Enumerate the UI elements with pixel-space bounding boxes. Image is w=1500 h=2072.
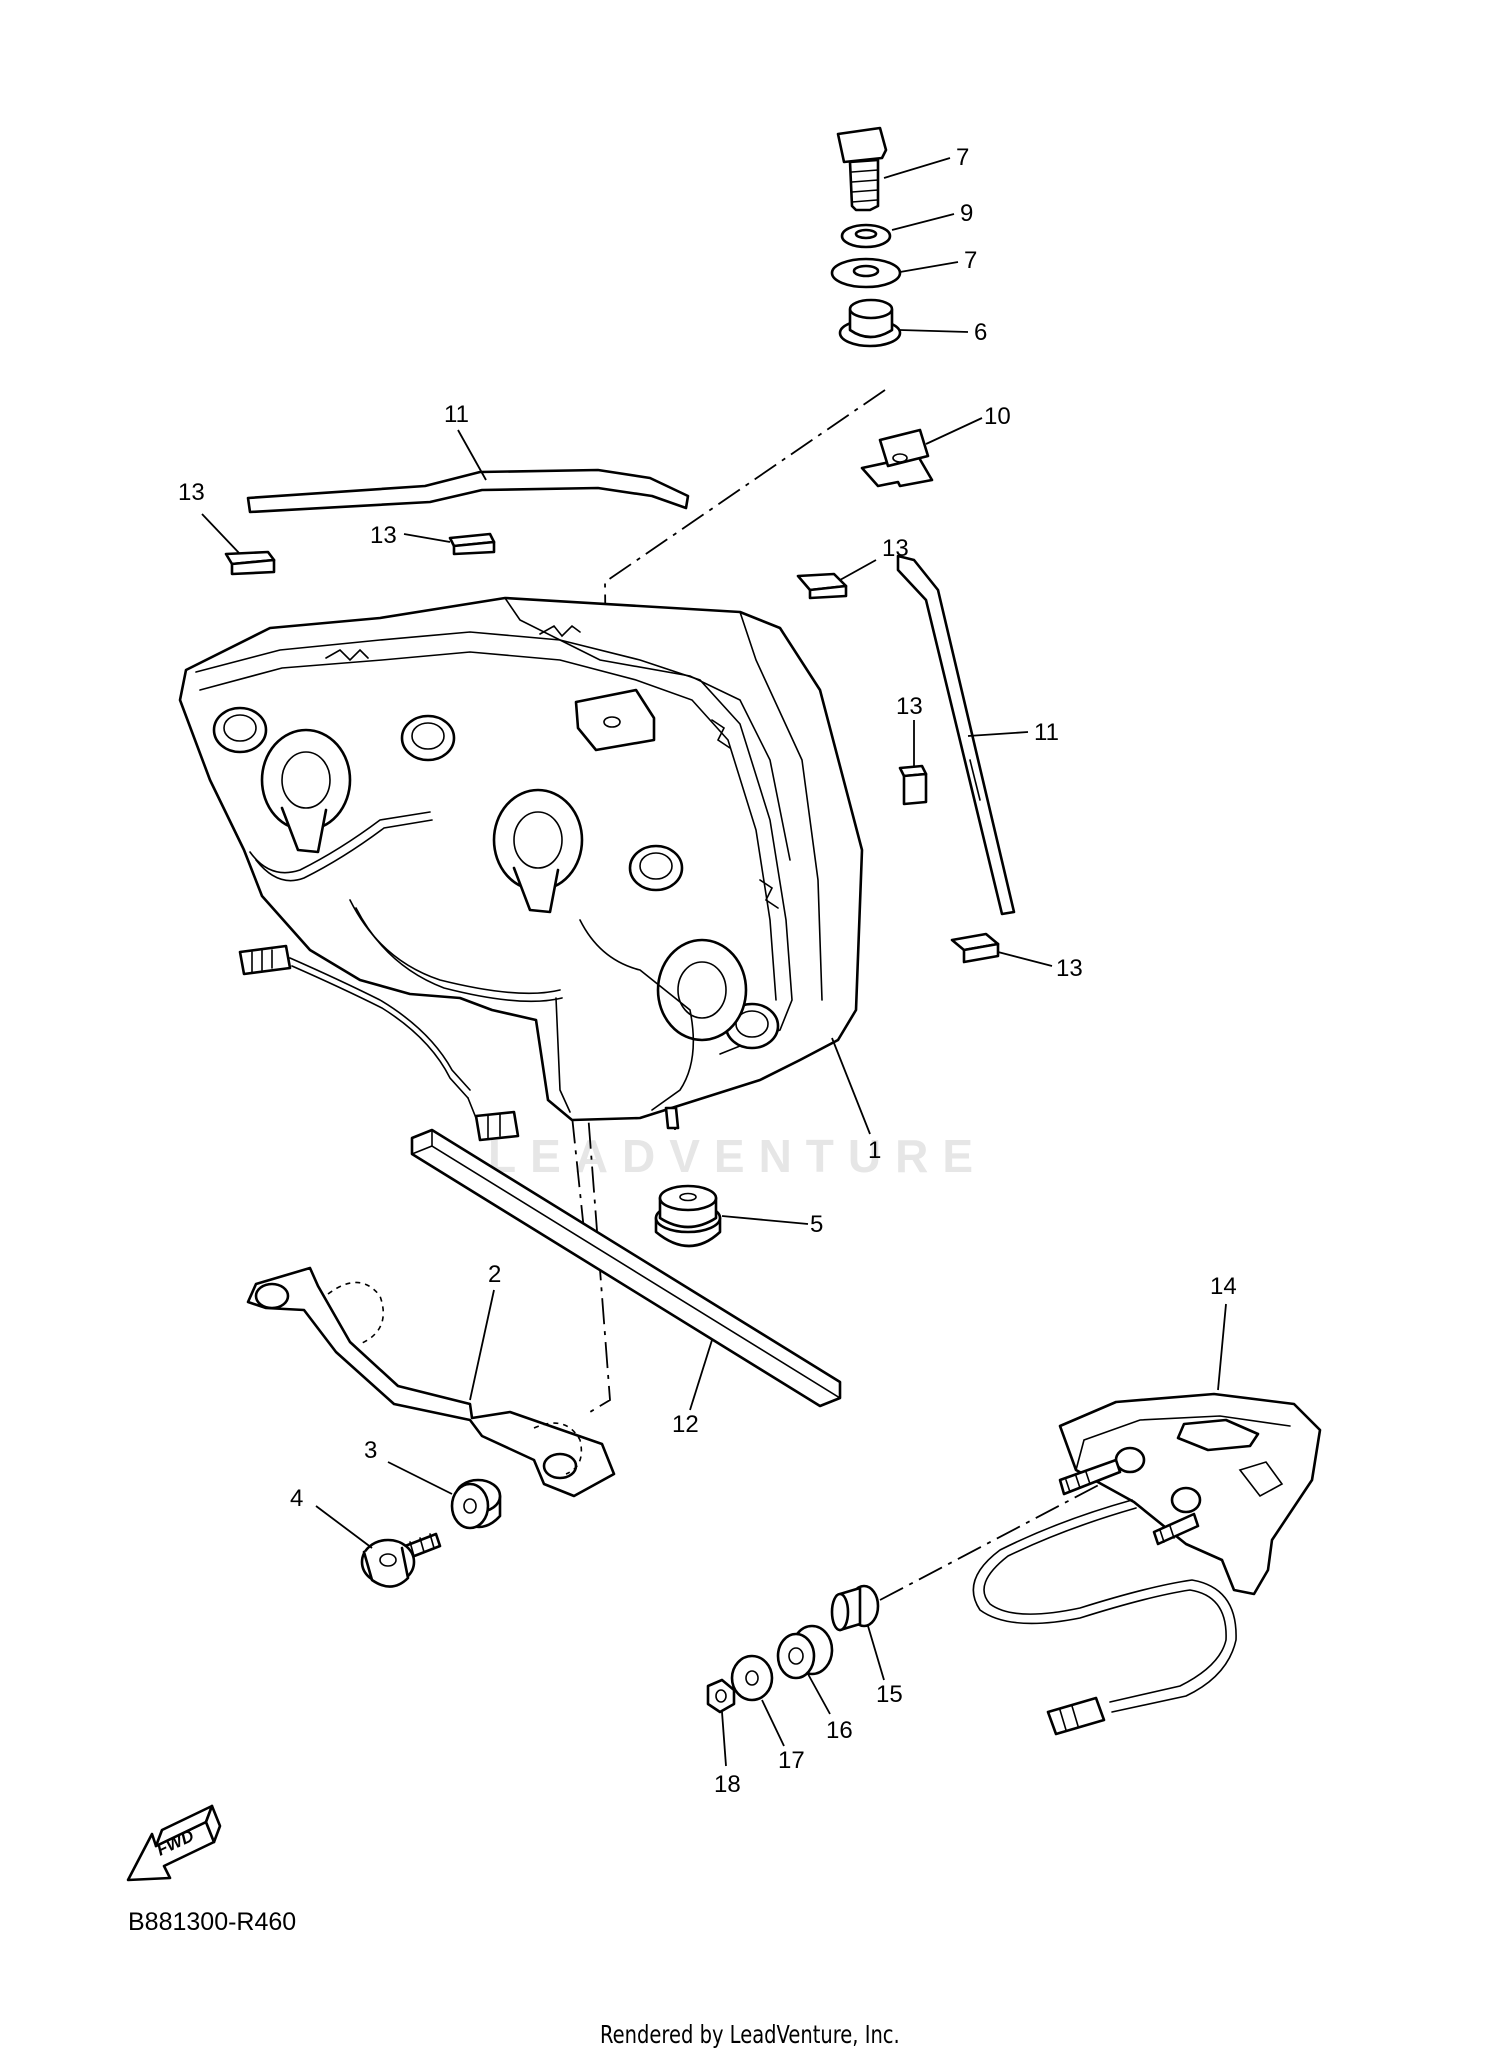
leader-14 [1217,1303,1227,1391]
pad-13b [448,532,496,556]
leader-11a [457,429,487,481]
callout-1: 1 [868,1137,881,1164]
leader-6 [899,329,969,333]
seal-strip-11-upper [246,468,690,514]
grommet-5 [654,1184,722,1248]
reflector-a [260,728,352,854]
bulb-socket-a [212,706,268,754]
callout-7: 7 [964,247,977,274]
callout-5: 5 [810,1211,823,1238]
leader-17 [761,1699,785,1747]
tail-light-housing-1 [178,596,864,1142]
pad-13a [224,550,276,576]
bolt-4 [360,1532,442,1588]
leader-18 [721,1711,727,1767]
callout-13-b: 13 [370,522,397,549]
leader-13e [997,951,1053,967]
leader-15 [867,1625,885,1681]
pad-13c [796,572,848,600]
collar-6 [838,298,902,348]
leader-9 [891,213,955,231]
callout-4: 4 [290,1485,303,1512]
callout-14: 14 [1210,1273,1237,1300]
callout-13-e: 13 [1056,955,1083,982]
leader-4 [315,1505,373,1549]
document-code: B881300-R460 [128,1908,297,1936]
leader-12 [689,1339,713,1411]
collar-15 [830,1584,880,1632]
callout-8: 7 [956,144,969,171]
callout-16: 16 [826,1717,853,1744]
leader-3 [387,1461,453,1495]
callout-12: 12 [672,1411,699,1438]
washer-17 [730,1654,774,1702]
leader-7 [899,261,959,273]
watermark: LEADVENTURE [488,1130,987,1182]
reflector-b [492,788,584,914]
washer-9 [840,223,892,249]
bracket-2 [246,1266,616,1498]
callout-11-side: 11 [1034,719,1059,746]
callout-9: 9 [960,200,973,227]
bulb-socket-b [400,714,456,762]
axis-license-light [879,1477,1113,1601]
leader-1 [831,1037,871,1135]
callout-6: 6 [974,319,987,346]
leader-5 [721,1215,809,1225]
callout-15: 15 [876,1681,903,1708]
leader-13b [403,533,451,543]
fwd-arrow-icon: FWD [126,1804,222,1882]
leader-8 [883,157,951,179]
leader-11b [967,731,1029,737]
leader-2 [469,1289,495,1401]
callout-10: 10 [984,403,1011,430]
bulb-socket-c [628,844,684,892]
leader-10 [925,417,983,445]
pad-13d [898,764,928,806]
callout-2: 2 [488,1261,501,1288]
callout-3: 3 [364,1437,377,1464]
pad-13e [950,932,1000,964]
leader-13a [201,513,241,555]
reflector-c [656,938,748,1042]
seal-bar-12 [410,1128,842,1408]
callout-18: 18 [714,1771,741,1798]
callout-13-d: 13 [896,693,923,720]
seal-strip-11-side [896,554,1016,916]
leader-13c [839,559,877,581]
bolt-8 [836,126,888,212]
washer-7 [830,257,902,289]
grommet-16 [776,1624,834,1680]
nut-18 [706,1678,736,1714]
leader-16 [807,1673,831,1715]
clip-nut-10 [860,428,934,488]
callout-17: 17 [778,1747,805,1774]
callout-13-c: 13 [882,535,909,562]
wire-harness [238,944,520,1142]
axis-bracket [581,1034,611,1413]
license-light-14 [972,1392,1322,1736]
grommet-3 [450,1478,502,1530]
rendered-by-credit: Rendered by LeadVenture, Inc. [600,2020,900,2049]
callout-13-a: 13 [178,479,205,506]
callout-11-upper: 11 [444,401,469,428]
